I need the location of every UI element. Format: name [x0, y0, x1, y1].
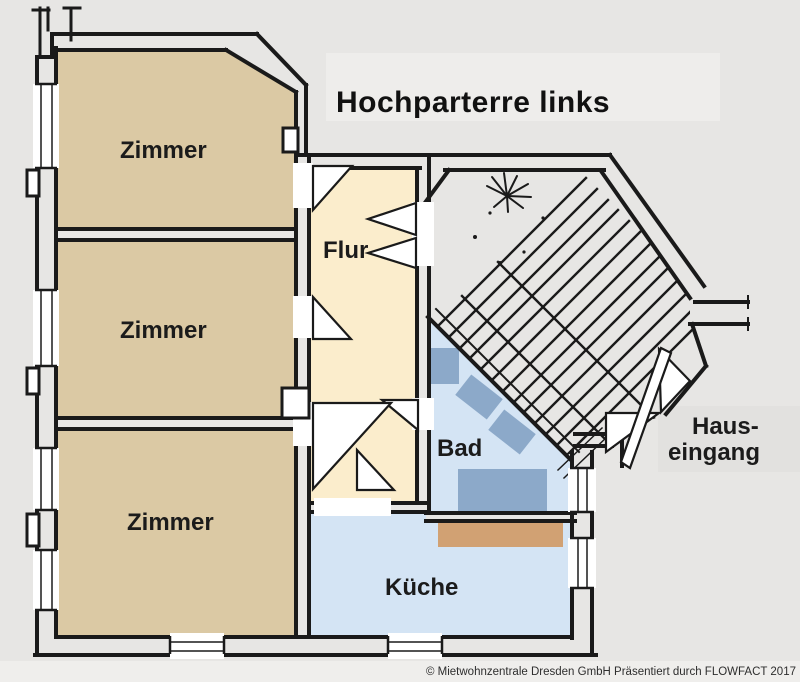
footer-band [0, 661, 800, 682]
entry-label-band [658, 406, 800, 472]
label-bad: Bad [437, 435, 482, 462]
wall-pillars [25, 126, 311, 548]
label-zimmer-1: Zimmer [120, 137, 207, 164]
bathtub-fixture [458, 469, 547, 511]
zimmer2-wall-pillar [280, 386, 311, 420]
kitchen-counter [438, 523, 563, 547]
window-bottom-1 [168, 633, 226, 659]
door-opening-kueche [314, 498, 391, 516]
door-swing-entrance-lower [364, 236, 418, 270]
window-left-3 [33, 446, 59, 512]
door-leaf-hauseingang [619, 346, 673, 470]
window-right-2 [568, 536, 596, 590]
room-zimmer-1 [58, 52, 296, 229]
door-openings [293, 163, 434, 516]
plant-icon [486, 172, 532, 213]
door-swing-zimmer2 [311, 294, 354, 341]
window-right-1 [568, 466, 596, 514]
title-band [326, 53, 720, 121]
bidet-fixture [488, 409, 536, 455]
floor-speckles [473, 211, 545, 265]
door-opening-zimmer1 [293, 163, 313, 208]
label-zimmer-3: Zimmer [127, 509, 214, 536]
sink-fixture [430, 348, 459, 384]
door-swing-entrance-upper [364, 201, 418, 237]
window-bottom-2 [386, 633, 444, 659]
bath-fixtures [430, 348, 547, 511]
label-flur: Flur [323, 237, 368, 264]
label-zimmer-2: Zimmer [120, 317, 207, 344]
window-left-1 [33, 82, 59, 170]
windows [33, 82, 596, 659]
left-wall-step-2 [25, 366, 41, 396]
window-left-2 [33, 288, 59, 368]
window-left-4 [33, 548, 59, 612]
left-wall-step-1 [25, 168, 41, 198]
door-opening-flur-entrance [412, 202, 434, 266]
label-hauseingang-line1: Haus- [692, 413, 759, 440]
page-title: Hochparterre links [336, 86, 610, 119]
left-wall-step-3 [25, 512, 41, 548]
door-swing-zimmer1 [311, 164, 355, 213]
copyright-text: © Mietwohnzentrale Dresden GmbH Präsenti… [426, 666, 796, 678]
label-kueche: Küche [385, 574, 458, 601]
staircase-steps [434, 176, 705, 456]
door-swing-kueche-large [311, 401, 394, 492]
zimmer1-wall-niche [281, 126, 300, 154]
door-swing-bad [378, 398, 420, 433]
label-hauseingang-line2: eingang [668, 439, 760, 466]
room-zimmer-3 [58, 429, 296, 637]
room-zimmer-2 [58, 240, 296, 418]
door-opening-zimmer2 [293, 296, 313, 338]
door-swing-kueche-small [355, 447, 397, 492]
door-swings [311, 164, 692, 492]
toilet-fixture [455, 374, 503, 420]
